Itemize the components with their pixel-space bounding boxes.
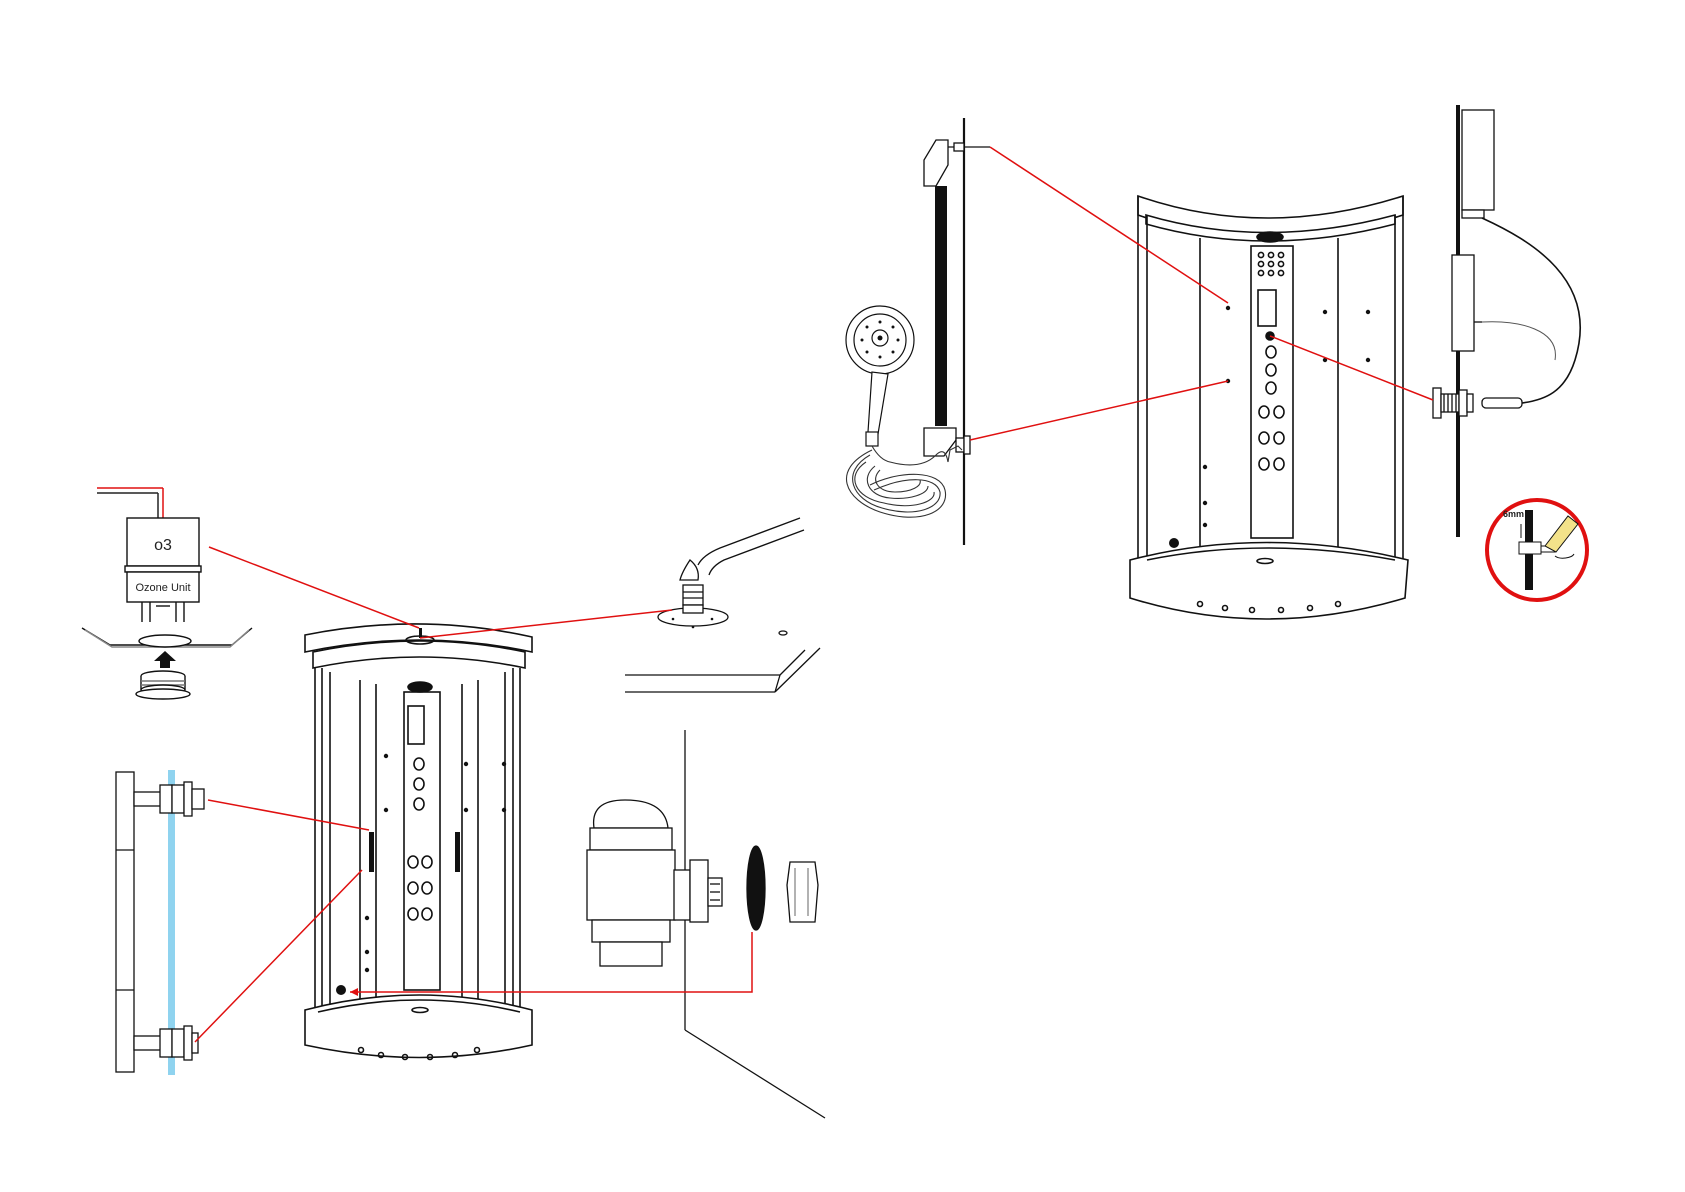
measurement-label: 6mm (1503, 509, 1524, 519)
shower-cabin-right-icon (1130, 196, 1408, 619)
shower-cabin-left-icon (305, 624, 532, 1060)
detail-ring (1487, 500, 1587, 600)
drain-trap-icon (587, 730, 825, 1118)
threaded-nut-icon (136, 671, 190, 699)
wire-icon (1482, 218, 1580, 403)
hand-shower-icon (846, 306, 914, 446)
hose-icon (846, 446, 962, 517)
wall-bracket-icon (924, 118, 990, 545)
door-handle-icon (116, 770, 204, 1075)
jet-fitting-icon (1433, 105, 1522, 537)
ozone-unit-label: Ozone Unit (135, 582, 190, 594)
ozone-symbol-label: o3 (154, 537, 172, 554)
up-arrow-icon (154, 651, 176, 668)
shower-head-fitting-icon (625, 518, 820, 692)
